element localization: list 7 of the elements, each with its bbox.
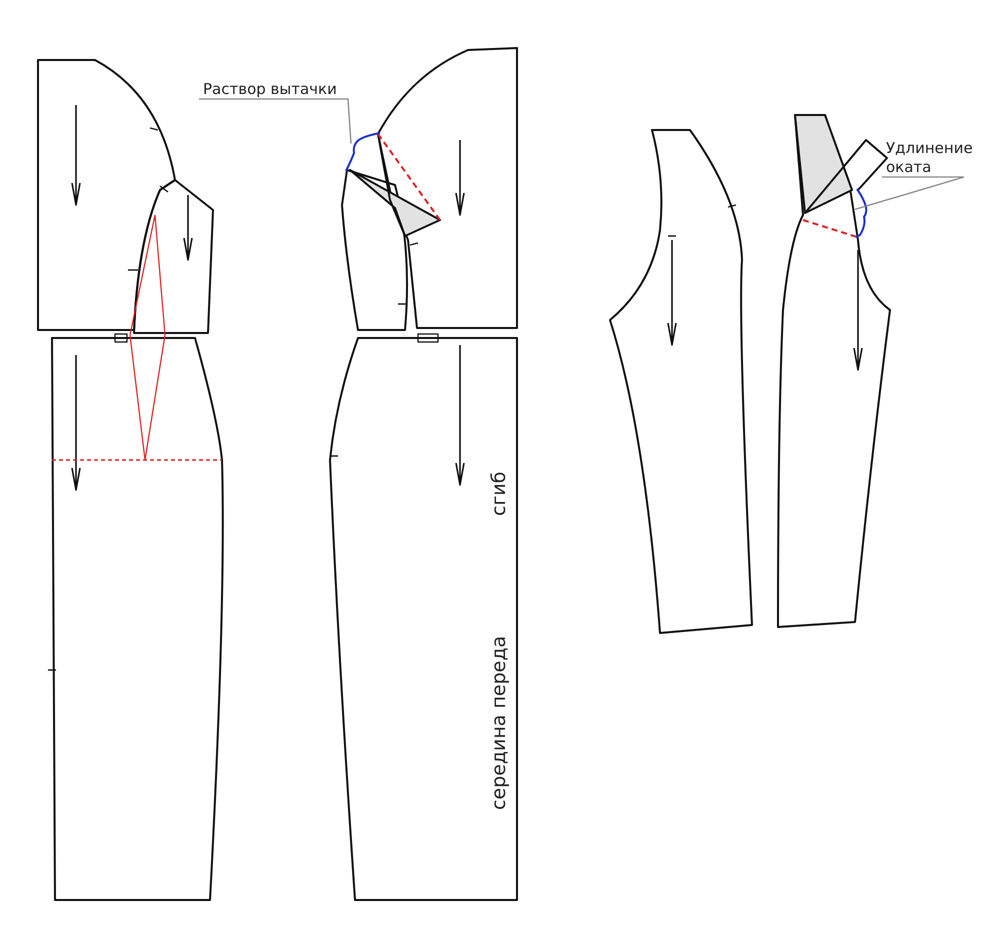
leader-line [854,176,965,210]
pattern-annotation: середина переда [488,636,510,810]
callout-label: Раствор вытачки [203,80,378,99]
pattern-annotation: сгиб [488,472,510,516]
bracket-curve [345,131,381,173]
callout-label: Удлинение оката [886,139,986,177]
leader-line [199,98,352,144]
